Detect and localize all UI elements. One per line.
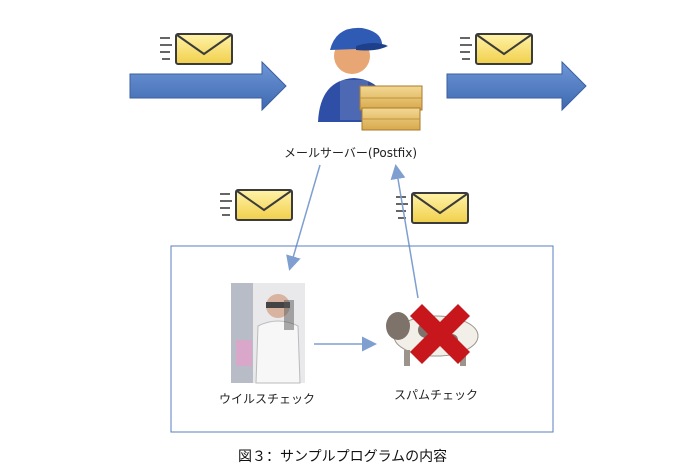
red-x-icon [410, 304, 470, 364]
spam-check-to-server-arrow [390, 164, 419, 299]
scientist-photo [231, 283, 305, 384]
virus-check-label: ウイルスチェック [219, 392, 316, 406]
spam-check-label: スパムチェック [394, 388, 479, 402]
outgoing-envelope-icon [460, 33, 533, 65]
sample-program-box [170, 245, 554, 433]
mail-server-person-icon [318, 27, 423, 131]
to-virus-check-envelope-icon [220, 189, 293, 221]
figure-caption: 図３：サンプルプログラムの内容 [238, 449, 448, 465]
mail-server-label: メールサーバー(Postfix) [284, 146, 418, 160]
incoming-flow-arrow [129, 60, 287, 112]
server-to-virus-check-arrow [286, 164, 321, 271]
incoming-envelope-icon [160, 33, 233, 65]
outgoing-flow-arrow [446, 60, 587, 112]
